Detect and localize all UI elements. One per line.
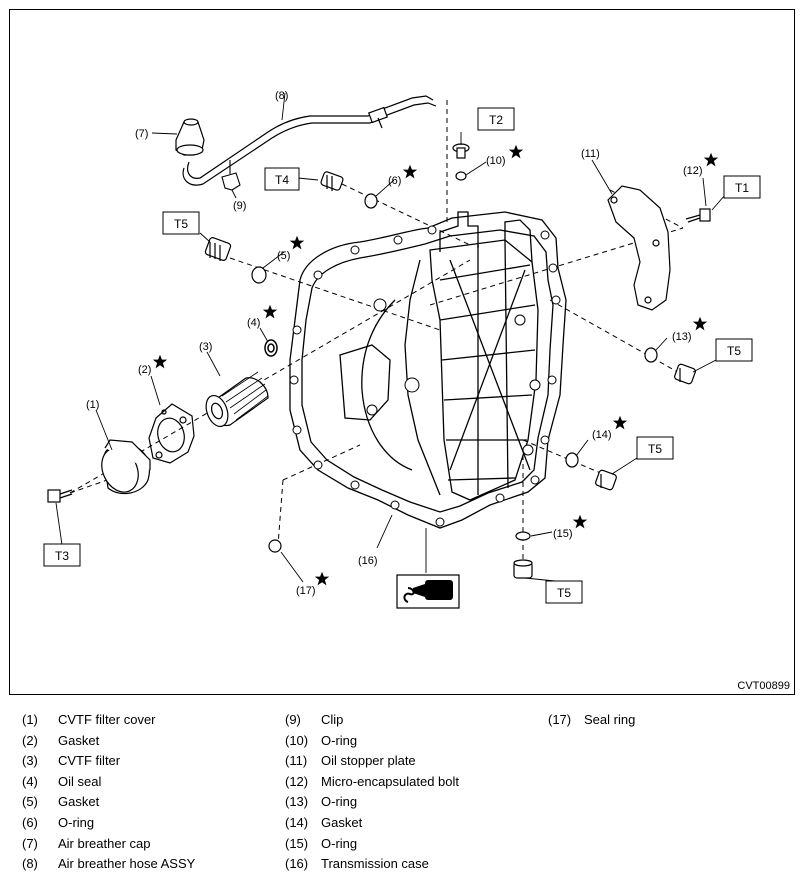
torque-box-t5-bottom [545, 580, 583, 604]
legend-item: (12)Micro-encapsulated bolt [285, 774, 460, 789]
legend-item: (8)Air breather hose ASSY [22, 856, 196, 871]
svg-text:T3: T3 [55, 549, 69, 563]
plug-t5-bottom [513, 559, 533, 579]
svg-text:T4: T4 [275, 173, 289, 187]
callout-10: (10) [486, 155, 506, 167]
svg-text:T5: T5 [174, 217, 188, 231]
oil-stopper-plate [607, 185, 671, 311]
exploded-view-diagram: (1) (2) (3) (4) (5) (6) (7) (8) (9) (10)… [43, 90, 761, 609]
bolt-t3 [47, 489, 73, 503]
gasket-5 [251, 266, 267, 284]
legend-item: (2)Gasket [22, 733, 100, 748]
star-icon [262, 304, 278, 319]
callout-13: (13) [672, 331, 692, 343]
plug-t5-left [204, 237, 232, 261]
torque-labels: T2 T4 T5 T1 T5 T5 T3 T5 [43, 107, 761, 604]
cvtf-filter-cover [101, 439, 151, 495]
assembly-lines [69, 100, 684, 565]
plug-t4 [320, 171, 344, 191]
svg-text:T5: T5 [648, 442, 662, 456]
seal-ring [268, 539, 282, 553]
bolt-t2 [452, 143, 470, 159]
o-ring-15 [515, 531, 531, 541]
legend-item: (6)O-ring [22, 815, 95, 830]
torque-box-t5-left [162, 211, 200, 235]
star-icon [508, 144, 524, 159]
legend-item: (3)CVTF filter [22, 753, 121, 768]
o-ring-6 [364, 193, 378, 209]
star-icon [692, 316, 708, 331]
leader-lines [55, 92, 726, 583]
star-icon [612, 415, 628, 430]
transmission-case [289, 211, 567, 529]
callout-17: (17) [296, 585, 316, 597]
legend-item: (15)O-ring [285, 836, 358, 851]
legend-item: (1)CVTF filter cover [22, 712, 156, 727]
torque-box-t1 [723, 175, 761, 199]
gasket-2 [148, 403, 195, 464]
callout-9: (9) [233, 200, 246, 212]
callout-2: (2) [138, 364, 151, 376]
svg-text:T1: T1 [735, 181, 749, 195]
legend-item: (9)Clip [285, 712, 344, 727]
star-icon [703, 152, 719, 167]
torque-box-t4 [264, 167, 300, 191]
svg-text:T2: T2 [489, 113, 503, 127]
o-ring-13 [644, 347, 658, 363]
air-breather-hose [182, 95, 437, 186]
gasket-14 [565, 452, 579, 468]
callout-5: (5) [277, 250, 290, 262]
star-icon [152, 354, 168, 369]
star-icon [572, 514, 588, 529]
parts-legend: (1)CVTF filter cover (2)Gasket (3)CVTF f… [0, 710, 804, 882]
callout-7: (7) [135, 128, 148, 140]
torque-box-t5-right-upper [715, 338, 753, 362]
callout-6: (6) [388, 175, 401, 187]
legend-item: (16)Transmission case [285, 856, 429, 871]
callout-12: (12) [683, 165, 703, 177]
clip [221, 160, 241, 191]
callout-14: (14) [592, 429, 612, 441]
callout-3: (3) [199, 341, 212, 353]
star-icon [402, 164, 418, 179]
legend-item: (17)Seal ring [548, 712, 636, 727]
sealant-icon [396, 574, 460, 609]
legend-item: (14)Gasket [285, 815, 363, 830]
callout-11: (11) [581, 148, 600, 160]
svg-text:T5: T5 [557, 586, 571, 600]
callout-labels: (1) (2) (3) (4) (5) (6) (7) (8) (9) (10)… [86, 90, 703, 597]
svg-text:T5: T5 [727, 344, 741, 358]
air-breather-cap [175, 118, 205, 156]
torque-box-t2 [477, 107, 515, 131]
star-icon [314, 571, 330, 586]
callout-8: (8) [275, 90, 288, 102]
legend-item: (5)Gasket [22, 794, 100, 809]
legend-item: (10)O-ring [285, 733, 358, 748]
torque-box-t5-right-lower [636, 436, 674, 460]
plug-t5-right-upper [674, 363, 696, 385]
o-ring-10 [455, 171, 467, 181]
cvtf-filter [205, 371, 269, 428]
callout-1: (1) [86, 399, 99, 411]
callout-16: (16) [358, 555, 378, 567]
legend-item: (4)Oil seal [22, 774, 102, 789]
plug-t5-right-lower [595, 469, 617, 491]
callout-15: (15) [553, 528, 573, 540]
legend-item: (11)Oil stopper plate [285, 753, 416, 768]
callout-4: (4) [247, 317, 260, 329]
star-icon [289, 235, 305, 250]
figure-id: CVT00899 [737, 680, 790, 692]
case-bolt-holes [289, 225, 561, 527]
diagram-frame [9, 9, 795, 695]
legend-item: (13)O-ring [285, 794, 358, 809]
micro-encapsulated-bolt [685, 208, 711, 223]
torque-box-t3 [43, 543, 81, 567]
legend-item: (7)Air breather cap [22, 836, 151, 851]
oil-seal [264, 339, 278, 357]
